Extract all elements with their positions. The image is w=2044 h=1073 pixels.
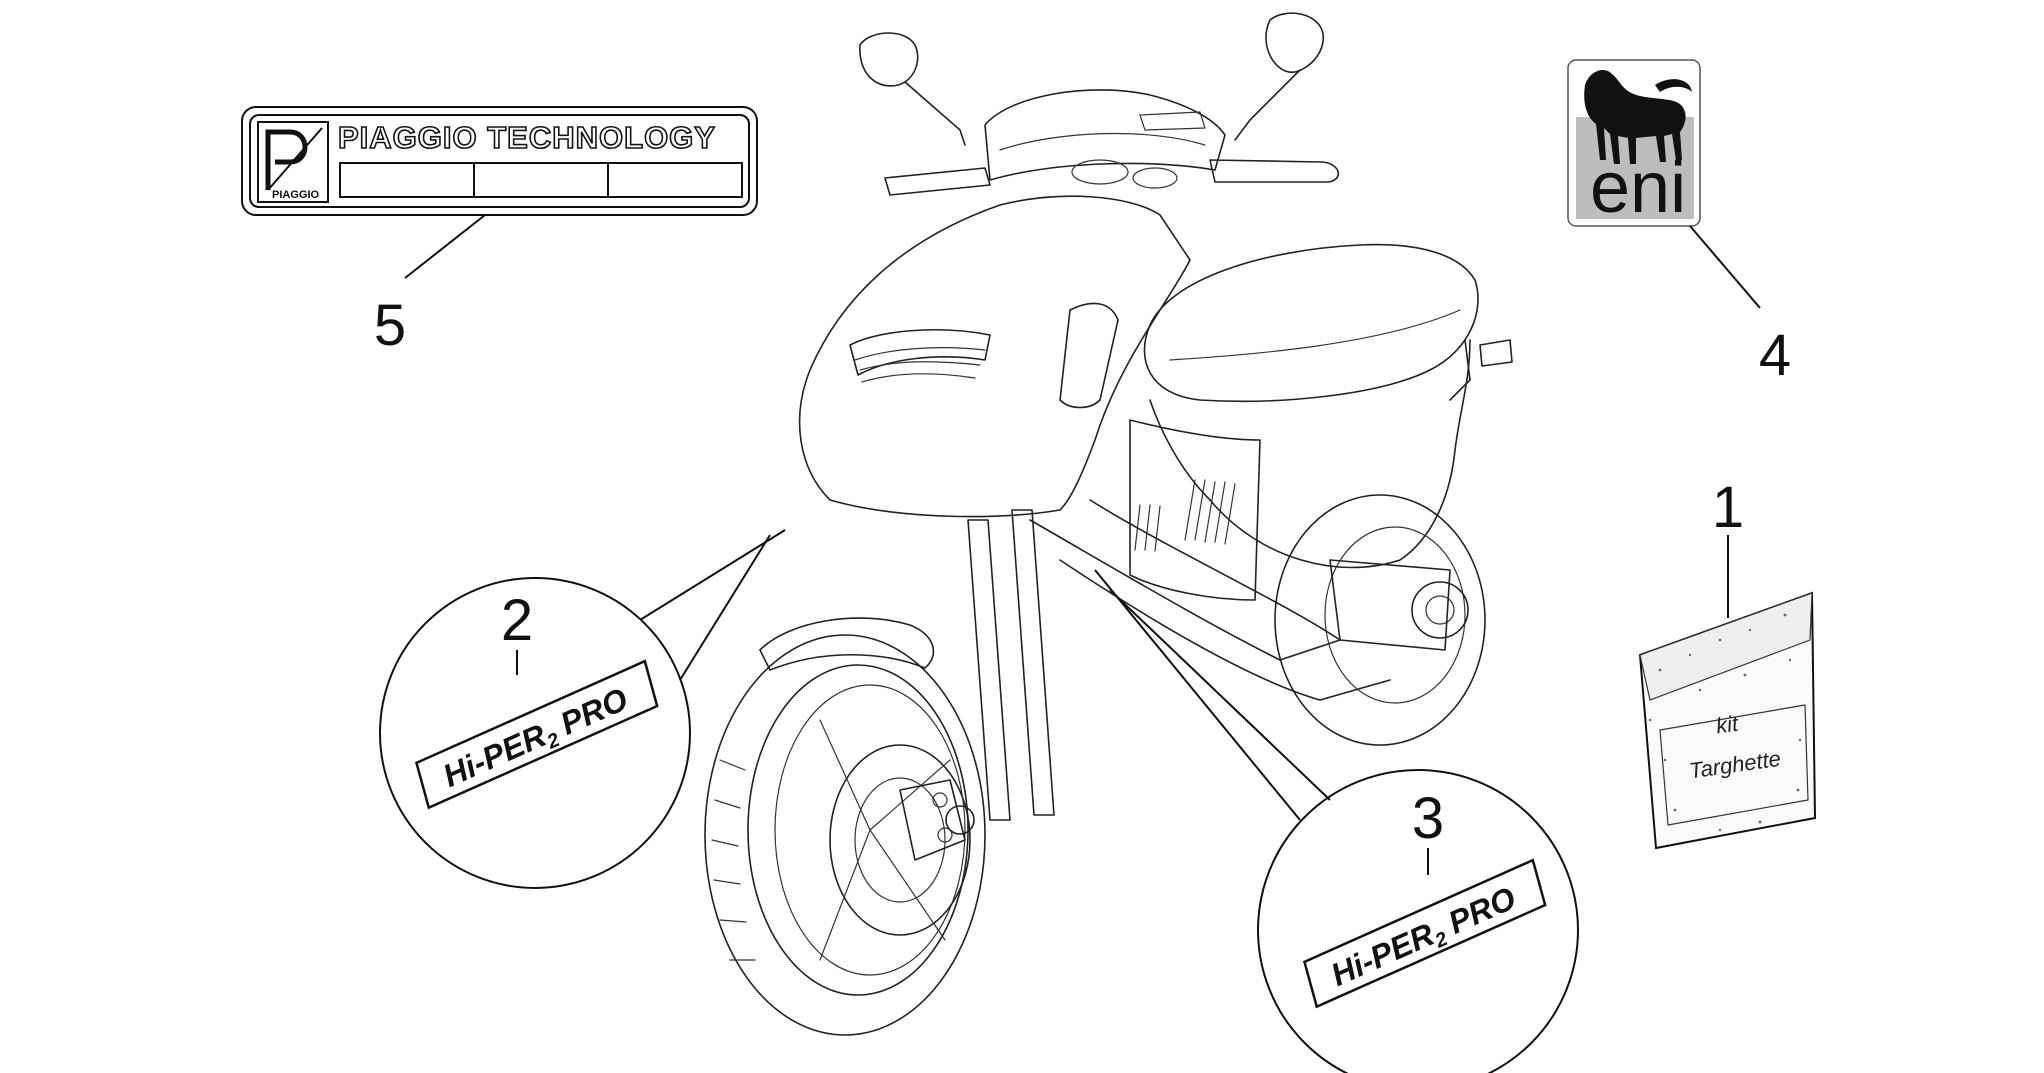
eni-sticker: eni (1567, 59, 1761, 309)
leader-line-2 (639, 529, 786, 621)
callout-number-2: 2 (501, 588, 533, 653)
leader-line-4 (1689, 225, 1761, 309)
kit-targhette-bag: kit Targhette (1638, 535, 1817, 850)
piaggio-technology-label: PIAGGIO PIAGGIO TECHNOLOGY (241, 106, 758, 279)
piaggio-logo-text: PIAGGIO (272, 189, 320, 201)
eni-text: eni (1590, 148, 1686, 228)
callout-number-3: 3 (1412, 786, 1444, 851)
callout-number-5: 5 (374, 293, 406, 358)
kit-label-line1: kit (1714, 711, 1740, 739)
leader-line-2b (679, 534, 771, 681)
callout-number-1: 1 (1712, 475, 1744, 540)
leader-line-3 (1094, 569, 1301, 821)
bag-texture (1648, 613, 1802, 832)
scooter-drawing (704, 12, 1513, 1036)
leader-line-3b (1109, 589, 1331, 801)
leader-line-5 (404, 214, 486, 279)
eni-dog-icon (1584, 69, 1686, 164)
piaggio-title-text: PIAGGIO TECHNOLOGY (338, 120, 716, 155)
piaggio-logo: PIAGGIO (257, 121, 329, 203)
callout-number-4: 4 (1759, 323, 1791, 388)
